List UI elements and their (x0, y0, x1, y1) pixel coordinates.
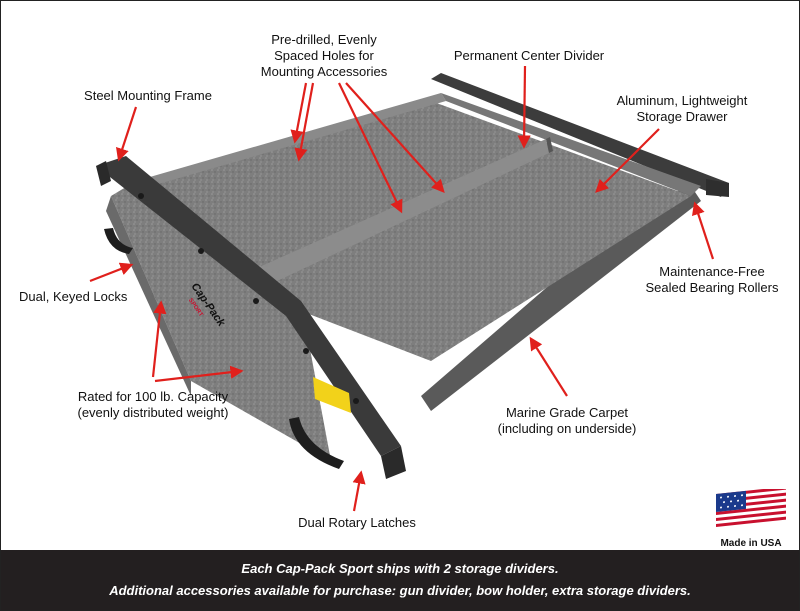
arrow-steel-frame (116, 106, 138, 162)
callout-capacity: Rated for 100 lb. Capacity (evenly distr… (63, 389, 243, 421)
callout-rollers-line1: Maintenance-Free (659, 264, 765, 279)
callout-holes-line2: Spaced Holes for (274, 48, 374, 63)
made-in-usa-label: Made in USA (720, 538, 782, 549)
callout-center-divider: Permanent Center Divider (453, 48, 605, 63)
arrow-holes-3 (338, 82, 403, 214)
callout-arrows (89, 65, 715, 512)
footer-banner: Each Cap-Pack Sport ships with 2 storage… (1, 550, 799, 610)
steel-frame (96, 156, 406, 479)
latch-warning-label (313, 377, 351, 413)
callout-rollers: Maintenance-Free Sealed Bearing Rollers (637, 264, 787, 296)
arrow-locks (89, 262, 134, 283)
drawer-body (106, 181, 701, 461)
arrow-holes-1 (290, 82, 308, 144)
product-illustration: Cap-Pack SPORT (89, 65, 729, 512)
arrow-capacity-2 (154, 365, 244, 383)
center-divider (246, 137, 553, 291)
footer-line-1: Each Cap-Pack Sport ships with 2 storage… (241, 561, 559, 576)
callout-rollers-line2: Sealed Bearing Rollers (645, 280, 779, 295)
callout-holes: Pre-drilled, Evenly Spaced Holes for Mou… (249, 32, 399, 80)
callout-steel-frame: Steel Mounting Frame (84, 88, 212, 103)
handles (104, 228, 344, 469)
callout-drawer: Aluminum, Lightweight Storage Drawer (607, 93, 757, 125)
arrow-rollers (692, 201, 715, 260)
arrow-capacity-1 (151, 300, 167, 378)
arrow-holes-4 (345, 82, 445, 193)
made-in-usa-badge: Made in USA (709, 486, 793, 549)
callout-capacity-line2: (evenly distributed weight) (77, 405, 229, 420)
callout-latches: Dual Rotary Latches (298, 515, 416, 530)
right-rail (431, 73, 729, 197)
callout-locks: Dual, Keyed Locks (19, 289, 128, 304)
arrow-carpet (529, 336, 568, 397)
callout-holes-line1: Pre-drilled, Evenly (271, 32, 377, 47)
us-flag-icon (716, 486, 786, 530)
callout-carpet: Marine Grade Carpet (including on unders… (487, 405, 647, 437)
callout-drawer-line2: Storage Drawer (636, 109, 728, 124)
callout-capacity-line1: Rated for 100 lb. Capacity (77, 389, 229, 404)
callout-carpet-line1: Marine Grade Carpet (505, 405, 629, 420)
callout-carpet-line2: (including on underside) (497, 421, 637, 436)
footer-line-2: Additional accessories available for pur… (109, 583, 691, 598)
callout-drawer-line1: Aluminum, Lightweight (616, 93, 748, 108)
callout-holes-line3: Mounting Accessories (260, 64, 388, 79)
arrow-drawer (595, 128, 660, 193)
arrow-holes-2 (294, 82, 315, 162)
arrow-latches (352, 470, 366, 512)
arrow-center-divider (517, 65, 531, 149)
